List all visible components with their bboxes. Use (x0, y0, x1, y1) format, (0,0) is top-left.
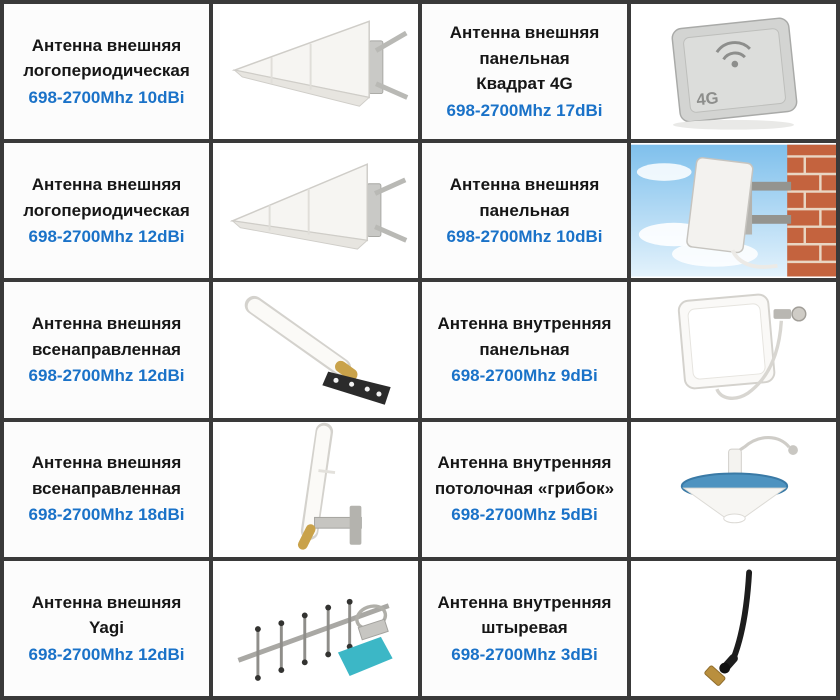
outdoor-panel-antenna-on-brick-wall-image (631, 144, 836, 277)
log-periodic-antenna-image (229, 163, 408, 250)
product-spec: 698-2700Mhz 12dBi (28, 227, 185, 247)
product-cell: Антенна внешняя всенаправленная 698-2700… (4, 421, 209, 557)
product-image-cell (631, 560, 836, 696)
product-name: Антенна внешняя панельная (449, 175, 600, 220)
product-spec: 698-2700Mhz 12dBi (28, 644, 185, 664)
product-spec: 698-2700Mhz 18dBi (28, 505, 185, 525)
product-name: Антенна внутренняя потолочная «грибок» (434, 453, 615, 498)
product-image-cell: 4G (631, 4, 836, 140)
product-cell: Антенна внутренняя потолочная «грибок» 6… (422, 421, 627, 557)
product-image-cell (213, 282, 418, 418)
product-cell: Антенна внешняя панельная 698-2700Mhz 10… (422, 143, 627, 279)
product-spec: 698-2700Mhz 3dBi (451, 644, 598, 664)
svg-text:4G: 4G (695, 88, 719, 109)
product-image-cell (213, 143, 418, 279)
product-cell: Антенна внешняя логопериодическая 698-27… (4, 143, 209, 279)
ceiling-dome-antenna-image (680, 435, 798, 523)
yagi-antenna-image (237, 598, 393, 681)
omnidirectional-antenna-image (244, 296, 391, 406)
product-name: Антенна внешняя панельная Квадрат 4G (449, 23, 600, 94)
tall-omnidirectional-antenna-image (297, 422, 362, 550)
product-cell: Антенна внутренняя панельная 698-2700Mhz… (422, 282, 627, 418)
product-name: Антенна внешняя всенаправленная (31, 453, 182, 498)
product-spec: 698-2700Mhz 5dBi (451, 505, 598, 525)
product-image-cell (631, 282, 836, 418)
indoor-panel-antenna-image (677, 294, 807, 401)
product-cell: Антенна внешняя панельная Квадрат 4G 698… (422, 4, 627, 140)
log-periodic-antenna-image (231, 20, 409, 107)
product-spec: 698-2700Mhz 12dBi (28, 366, 185, 386)
product-image-cell (213, 421, 418, 557)
product-name: Антенна внутренняя штыревая (437, 592, 612, 638)
square-panel-4g-antenna-image: 4G (671, 17, 798, 130)
product-spec: 698-2700Mhz 17dBi (446, 100, 603, 120)
product-cell: Антенна внешняя всенаправленная 698-2700… (4, 282, 209, 418)
product-image-cell (631, 421, 836, 557)
product-name: Антенна внешняя логопериодическая (23, 175, 190, 220)
product-name: Антенна внутренняя панельная (437, 314, 612, 359)
product-name: Антенна внешняя Yagi (31, 592, 182, 638)
product-name: Антенна внешняя всенаправленная (31, 314, 182, 359)
product-spec: 698-2700Mhz 10dBi (446, 227, 603, 247)
product-cell: Антенна внешняя логопериодическая 698-27… (4, 4, 209, 140)
product-image-cell (213, 560, 418, 696)
product-name: Антенна внешняя логопериодическая (23, 35, 190, 81)
product-image-cell (213, 4, 418, 140)
product-spec: 698-2700Mhz 10dBi (28, 87, 185, 107)
whip-antenna-image (704, 569, 753, 686)
product-spec: 698-2700Mhz 9dBi (451, 366, 598, 386)
product-cell: Антенна внешняя Yagi 698-2700Mhz 12dBi (4, 560, 209, 696)
product-image-cell (631, 143, 836, 279)
product-cell: Антенна внутренняя штыревая 698-2700Mhz … (422, 560, 627, 696)
